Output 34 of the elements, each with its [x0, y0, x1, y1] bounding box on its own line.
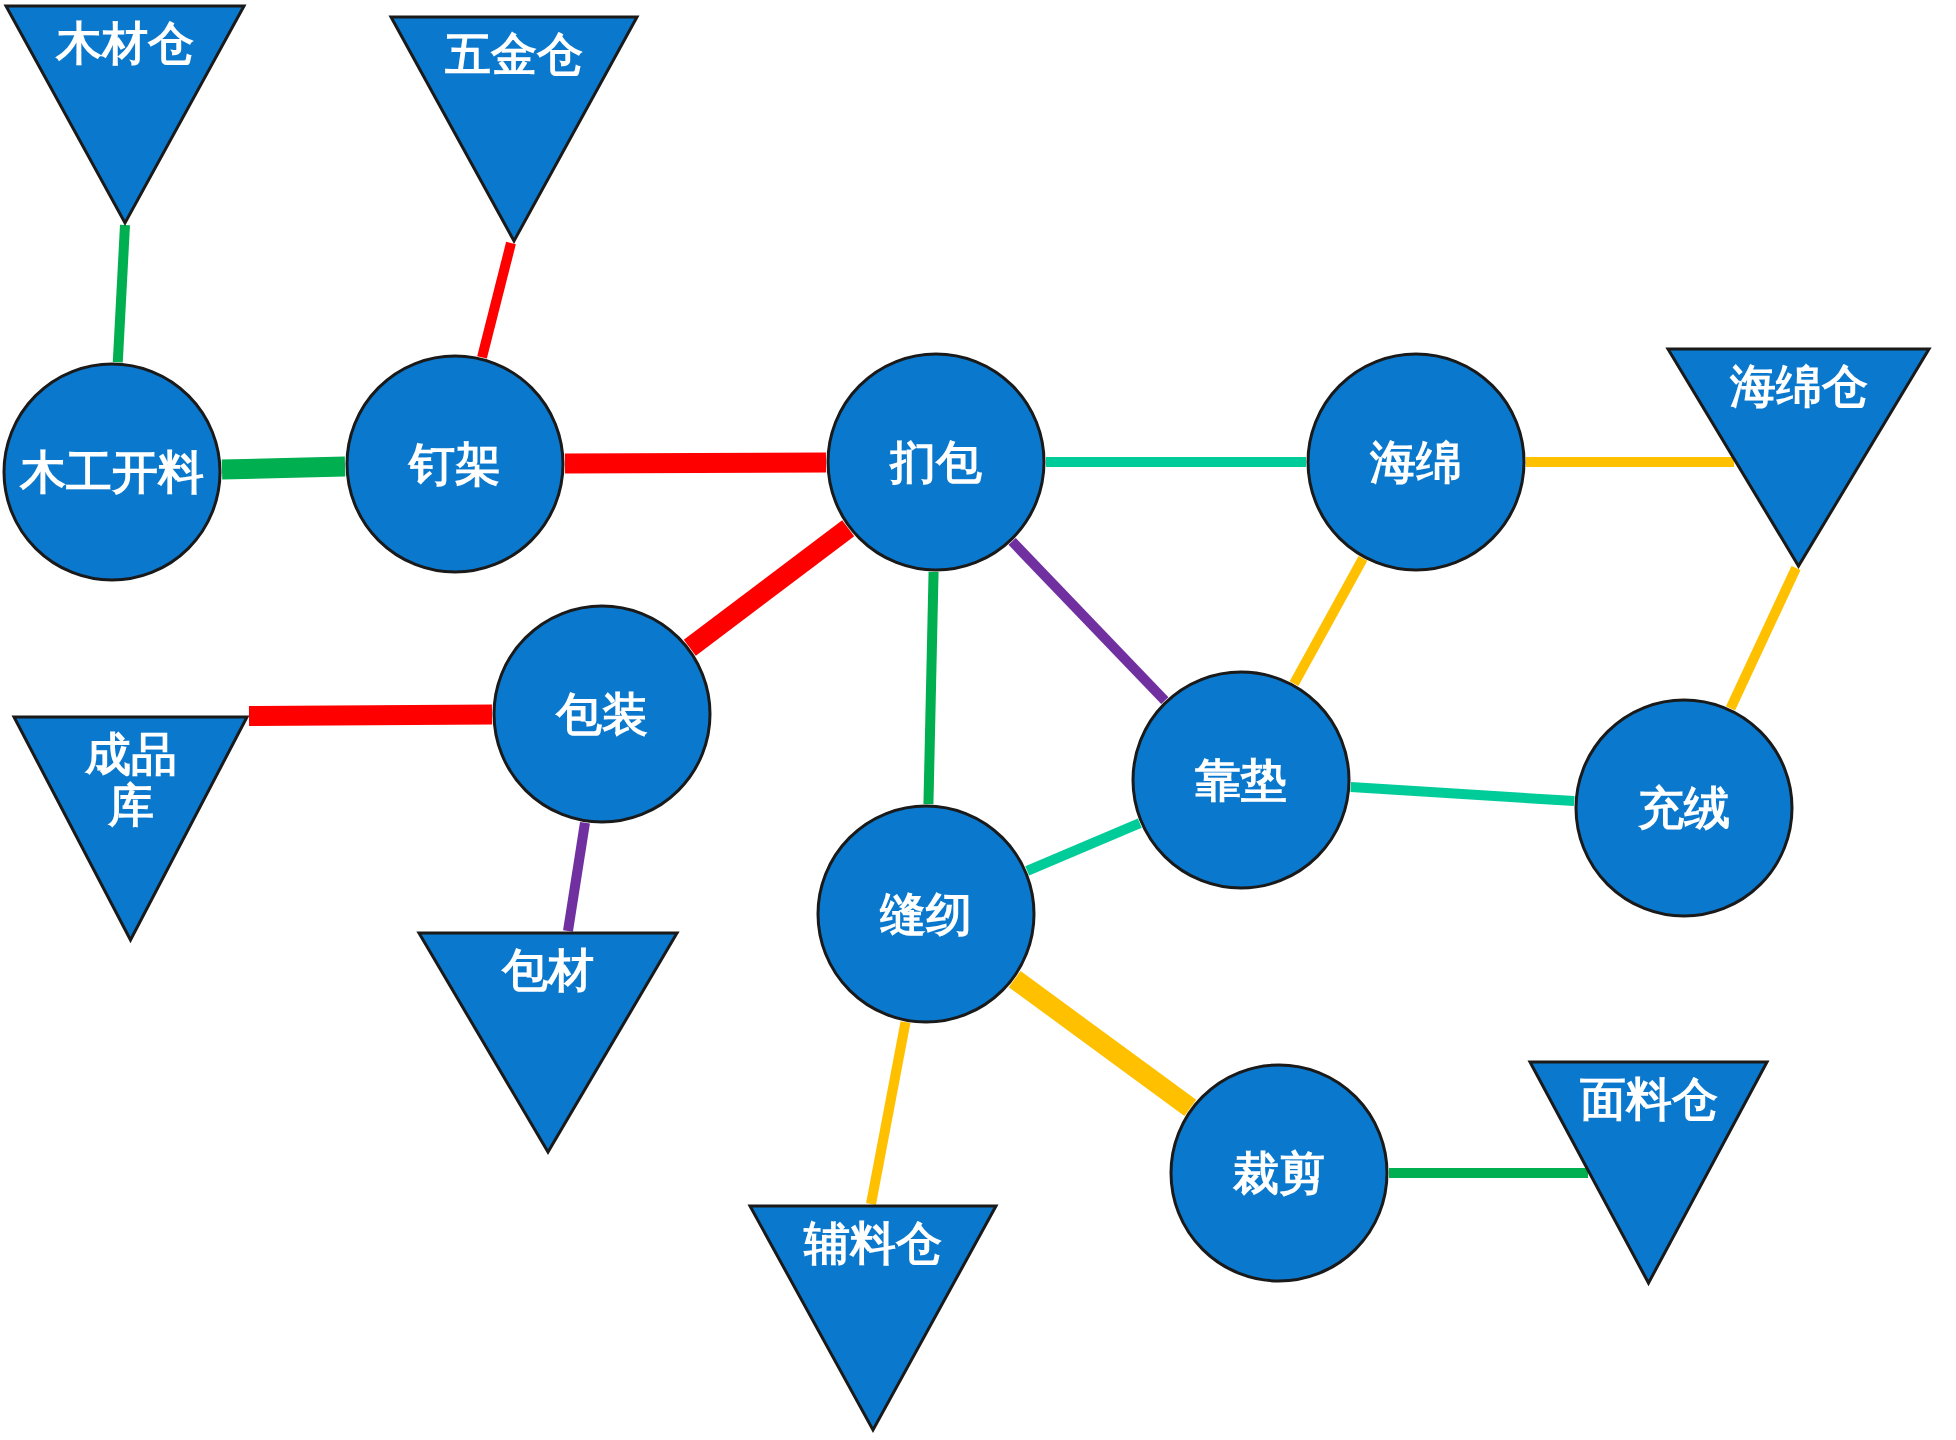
- connector-line: [683, 520, 855, 656]
- connector-line: [1046, 457, 1306, 467]
- connector-line: [1350, 781, 1575, 807]
- node-label: 五金仓: [445, 29, 583, 80]
- node-label: 充绒: [1638, 782, 1730, 834]
- node-label: 靠垫: [1195, 754, 1287, 806]
- connector-line: [221, 456, 346, 480]
- node-label: 成品库: [83, 729, 178, 831]
- node-label: 包材: [502, 945, 594, 996]
- node-label: 钉架: [409, 438, 501, 490]
- node-label: 海绵: [1370, 436, 1462, 488]
- connector-line: [923, 571, 939, 805]
- node-label: 缝纫: [880, 888, 972, 940]
- node-label: 辅料仓: [804, 1218, 942, 1269]
- connector-line: [477, 241, 516, 359]
- connector-line: [866, 1021, 911, 1205]
- connector-line: [1025, 818, 1142, 876]
- connector-line: [563, 821, 590, 932]
- connector-line: [1289, 555, 1368, 687]
- connector-line: [1008, 971, 1197, 1116]
- connector-line: [1526, 457, 1734, 467]
- connector-line: [564, 452, 827, 474]
- connector-line: [1389, 1168, 1588, 1178]
- connector-line: [1726, 565, 1801, 711]
- node-label: 扪包: [890, 436, 982, 488]
- node-label: 裁剪: [1233, 1147, 1325, 1199]
- node-label: 木材仓: [56, 18, 194, 69]
- connector-line: [1008, 537, 1169, 705]
- node-label: 面料仓: [1579, 1074, 1718, 1125]
- node-label: 木工开料: [20, 446, 204, 498]
- node-label: 包装: [556, 688, 648, 740]
- connector-line: [248, 704, 493, 726]
- connector-line: [112, 224, 130, 363]
- node-label: 海绵仓: [1729, 361, 1868, 412]
